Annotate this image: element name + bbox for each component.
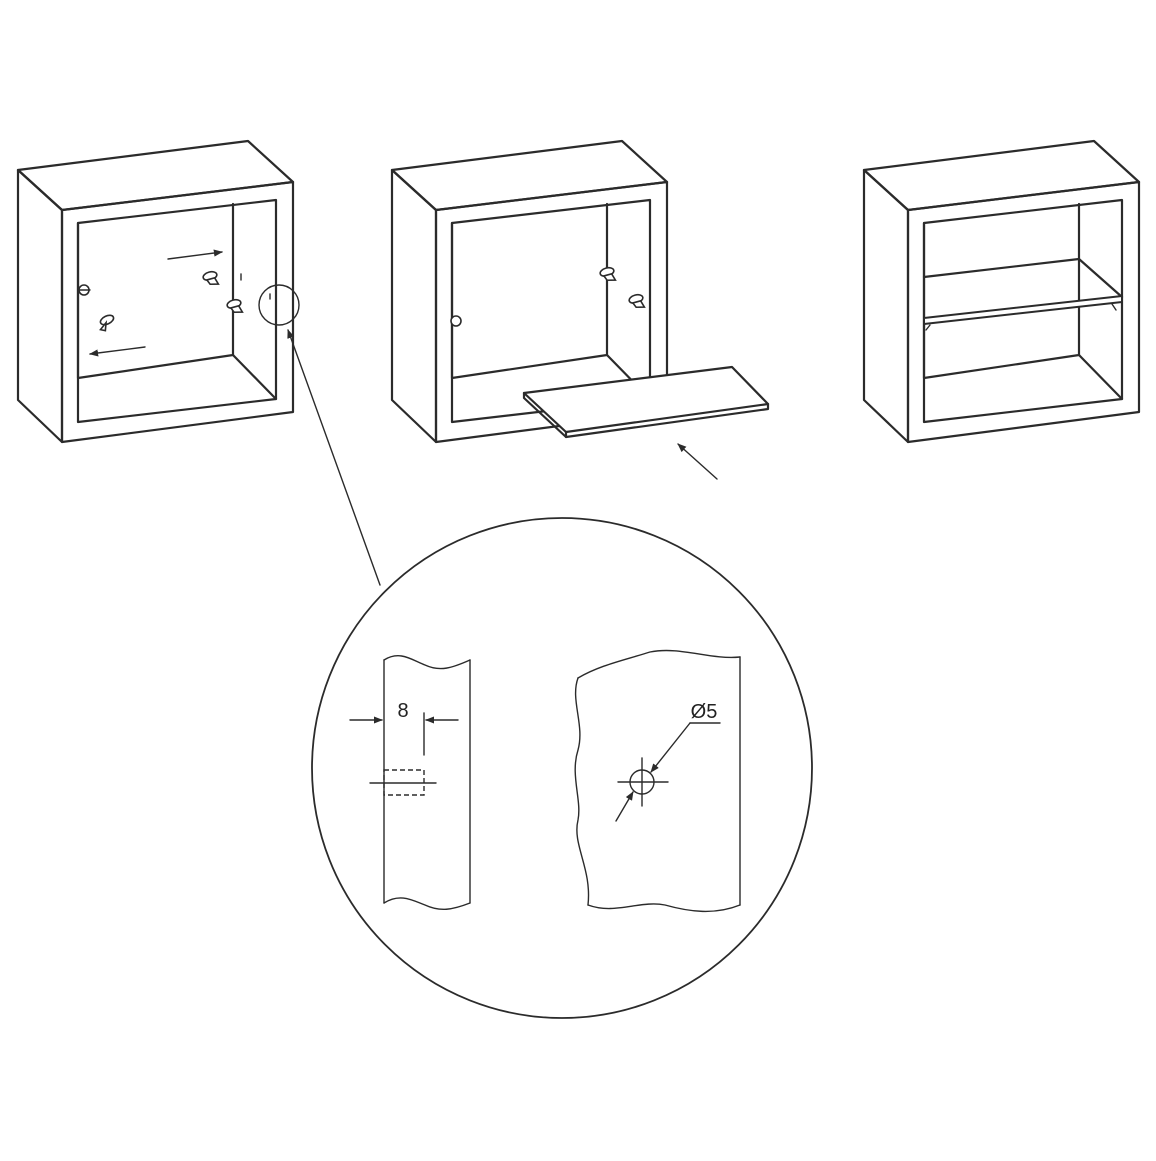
box1-top-face (16, 139, 295, 212)
dimension-diameter-label: Ø5 (691, 701, 718, 723)
box1-opening (76, 198, 278, 424)
box3-top-face (862, 139, 1141, 212)
box3-inner-back (922, 202, 1081, 380)
box2-top-face (390, 139, 669, 212)
detail-callout-marker (258, 284, 300, 326)
arrow-shelf-in (677, 443, 718, 480)
panel-face-view: Ø5 (574, 649, 741, 913)
cabinet-box-step-2 (390, 139, 770, 480)
cabinet-box-step-3 (862, 139, 1141, 444)
detail-circle (311, 517, 813, 1019)
box3-left-face (862, 168, 910, 444)
box1-left-face (16, 168, 64, 444)
detail-leader-line (287, 329, 381, 586)
box2-shelf-pins (450, 266, 646, 327)
arrow-pins-in-left (89, 346, 146, 357)
box1-shelf-pins (77, 270, 271, 332)
box2-left-face (390, 168, 438, 444)
dimension-depth-label: 8 (397, 700, 408, 722)
arrow-pins-in-right (167, 249, 223, 260)
cabinet-box-step-1 (16, 139, 300, 444)
box2-inner-back (450, 202, 609, 380)
box1-inner-back (76, 202, 235, 380)
panel-section-view: 8 (349, 655, 471, 910)
shelf-board (522, 365, 770, 439)
installed-shelf (922, 257, 1124, 331)
detail-magnifier: 8 Ø5 (311, 517, 813, 1019)
